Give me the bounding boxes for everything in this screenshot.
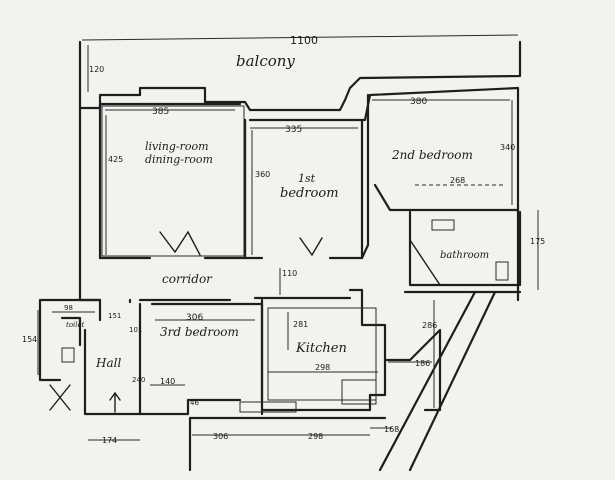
dim-bedroom3-left: 101 xyxy=(129,326,142,334)
dim-bedroom2-depth: 340 xyxy=(500,143,515,152)
dimension-labels: 1100 120 385 425 335 360 380 340 268 175… xyxy=(22,34,545,445)
dim-bottom-306: 306 xyxy=(213,432,228,441)
dim-living-depth: 425 xyxy=(108,155,123,164)
dim-bedroom2-width: 380 xyxy=(410,97,427,107)
hall-walls xyxy=(38,298,142,416)
label-corridor: corridor xyxy=(162,272,213,286)
toilet-bowl xyxy=(61,347,75,363)
label-bedroom2: 2nd bedroom xyxy=(391,148,473,162)
hall-cross-mark xyxy=(49,384,71,411)
dimension-lines xyxy=(37,34,539,441)
entrance-arrow xyxy=(109,391,121,413)
dim-kitchen-side: 186 xyxy=(415,359,430,368)
label-dining-room: dining-room xyxy=(145,153,213,166)
kitchen-counter xyxy=(239,401,297,413)
dim-bottom-168: 168 xyxy=(384,425,399,434)
doors-and-fixtures xyxy=(61,219,509,413)
dim-toilet-height: 154 xyxy=(22,335,37,344)
label-bedroom3: 3rd bedroom xyxy=(160,325,239,339)
corridor-lower-walls xyxy=(98,296,352,322)
bottom-wall xyxy=(188,416,387,472)
dim-hall-step: 140 xyxy=(160,377,175,386)
dim-balcony-width: 1100 xyxy=(290,34,318,47)
top-wall xyxy=(98,86,520,302)
balcony-outline xyxy=(78,40,522,112)
dim-line-balcony-width xyxy=(81,34,519,41)
dim-bathroom-height: 175 xyxy=(530,237,545,246)
label-toilet: toilet xyxy=(66,321,85,329)
dim-corridor-height: 110 xyxy=(282,269,297,278)
dim-bottom-298: 298 xyxy=(308,432,323,441)
label-living-room: living-room xyxy=(145,140,209,153)
label-bathroom: bathroom xyxy=(440,250,489,261)
bathroom-walls xyxy=(403,210,522,294)
dim-hall-top: 151 xyxy=(108,312,121,320)
dim-balcony-depth: 120 xyxy=(89,65,104,74)
label-kitchen: Kitchen xyxy=(295,341,347,356)
dim-bedroom1-depth: 360 xyxy=(255,170,270,179)
dim-bedroom3-width: 306 xyxy=(186,313,203,323)
dim-stair-height: 286 xyxy=(422,321,437,330)
dim-bedroom3-bottom-side: 46 xyxy=(190,399,199,407)
living-room-door-swing xyxy=(159,230,201,256)
label-balcony: balcony xyxy=(236,52,295,70)
dim-toilet-width: 98 xyxy=(64,304,73,312)
bathroom-toilet xyxy=(495,261,509,281)
bathroom-sink xyxy=(431,219,455,231)
kitchen-inner-line xyxy=(267,307,377,401)
walls xyxy=(38,40,522,472)
bedroom1-door-swing xyxy=(299,237,323,257)
dim-hall-side: 240 xyxy=(132,376,145,384)
label-bedroom1-ordinal: 1st xyxy=(298,172,316,185)
bedroom2-walls xyxy=(360,93,520,260)
dim-bedroom1-width: 335 xyxy=(285,125,302,135)
dim-kitchen-depth: 281 xyxy=(293,320,308,329)
dim-kitchen-width: 298 xyxy=(315,363,330,372)
dim-hall-bottom: 174 xyxy=(102,436,117,445)
room-labels: balcony living-room dining-room 1st bedr… xyxy=(66,52,489,370)
kitchen-stove xyxy=(341,379,377,405)
label-hall: Hall xyxy=(95,356,121,370)
outer-lower-walls xyxy=(378,290,497,472)
dim-bedroom2-inner: 268 xyxy=(450,176,465,185)
label-bedroom1: bedroom xyxy=(280,186,339,201)
bathroom-door-line xyxy=(409,239,441,286)
dim-living-width: 385 xyxy=(152,107,169,117)
